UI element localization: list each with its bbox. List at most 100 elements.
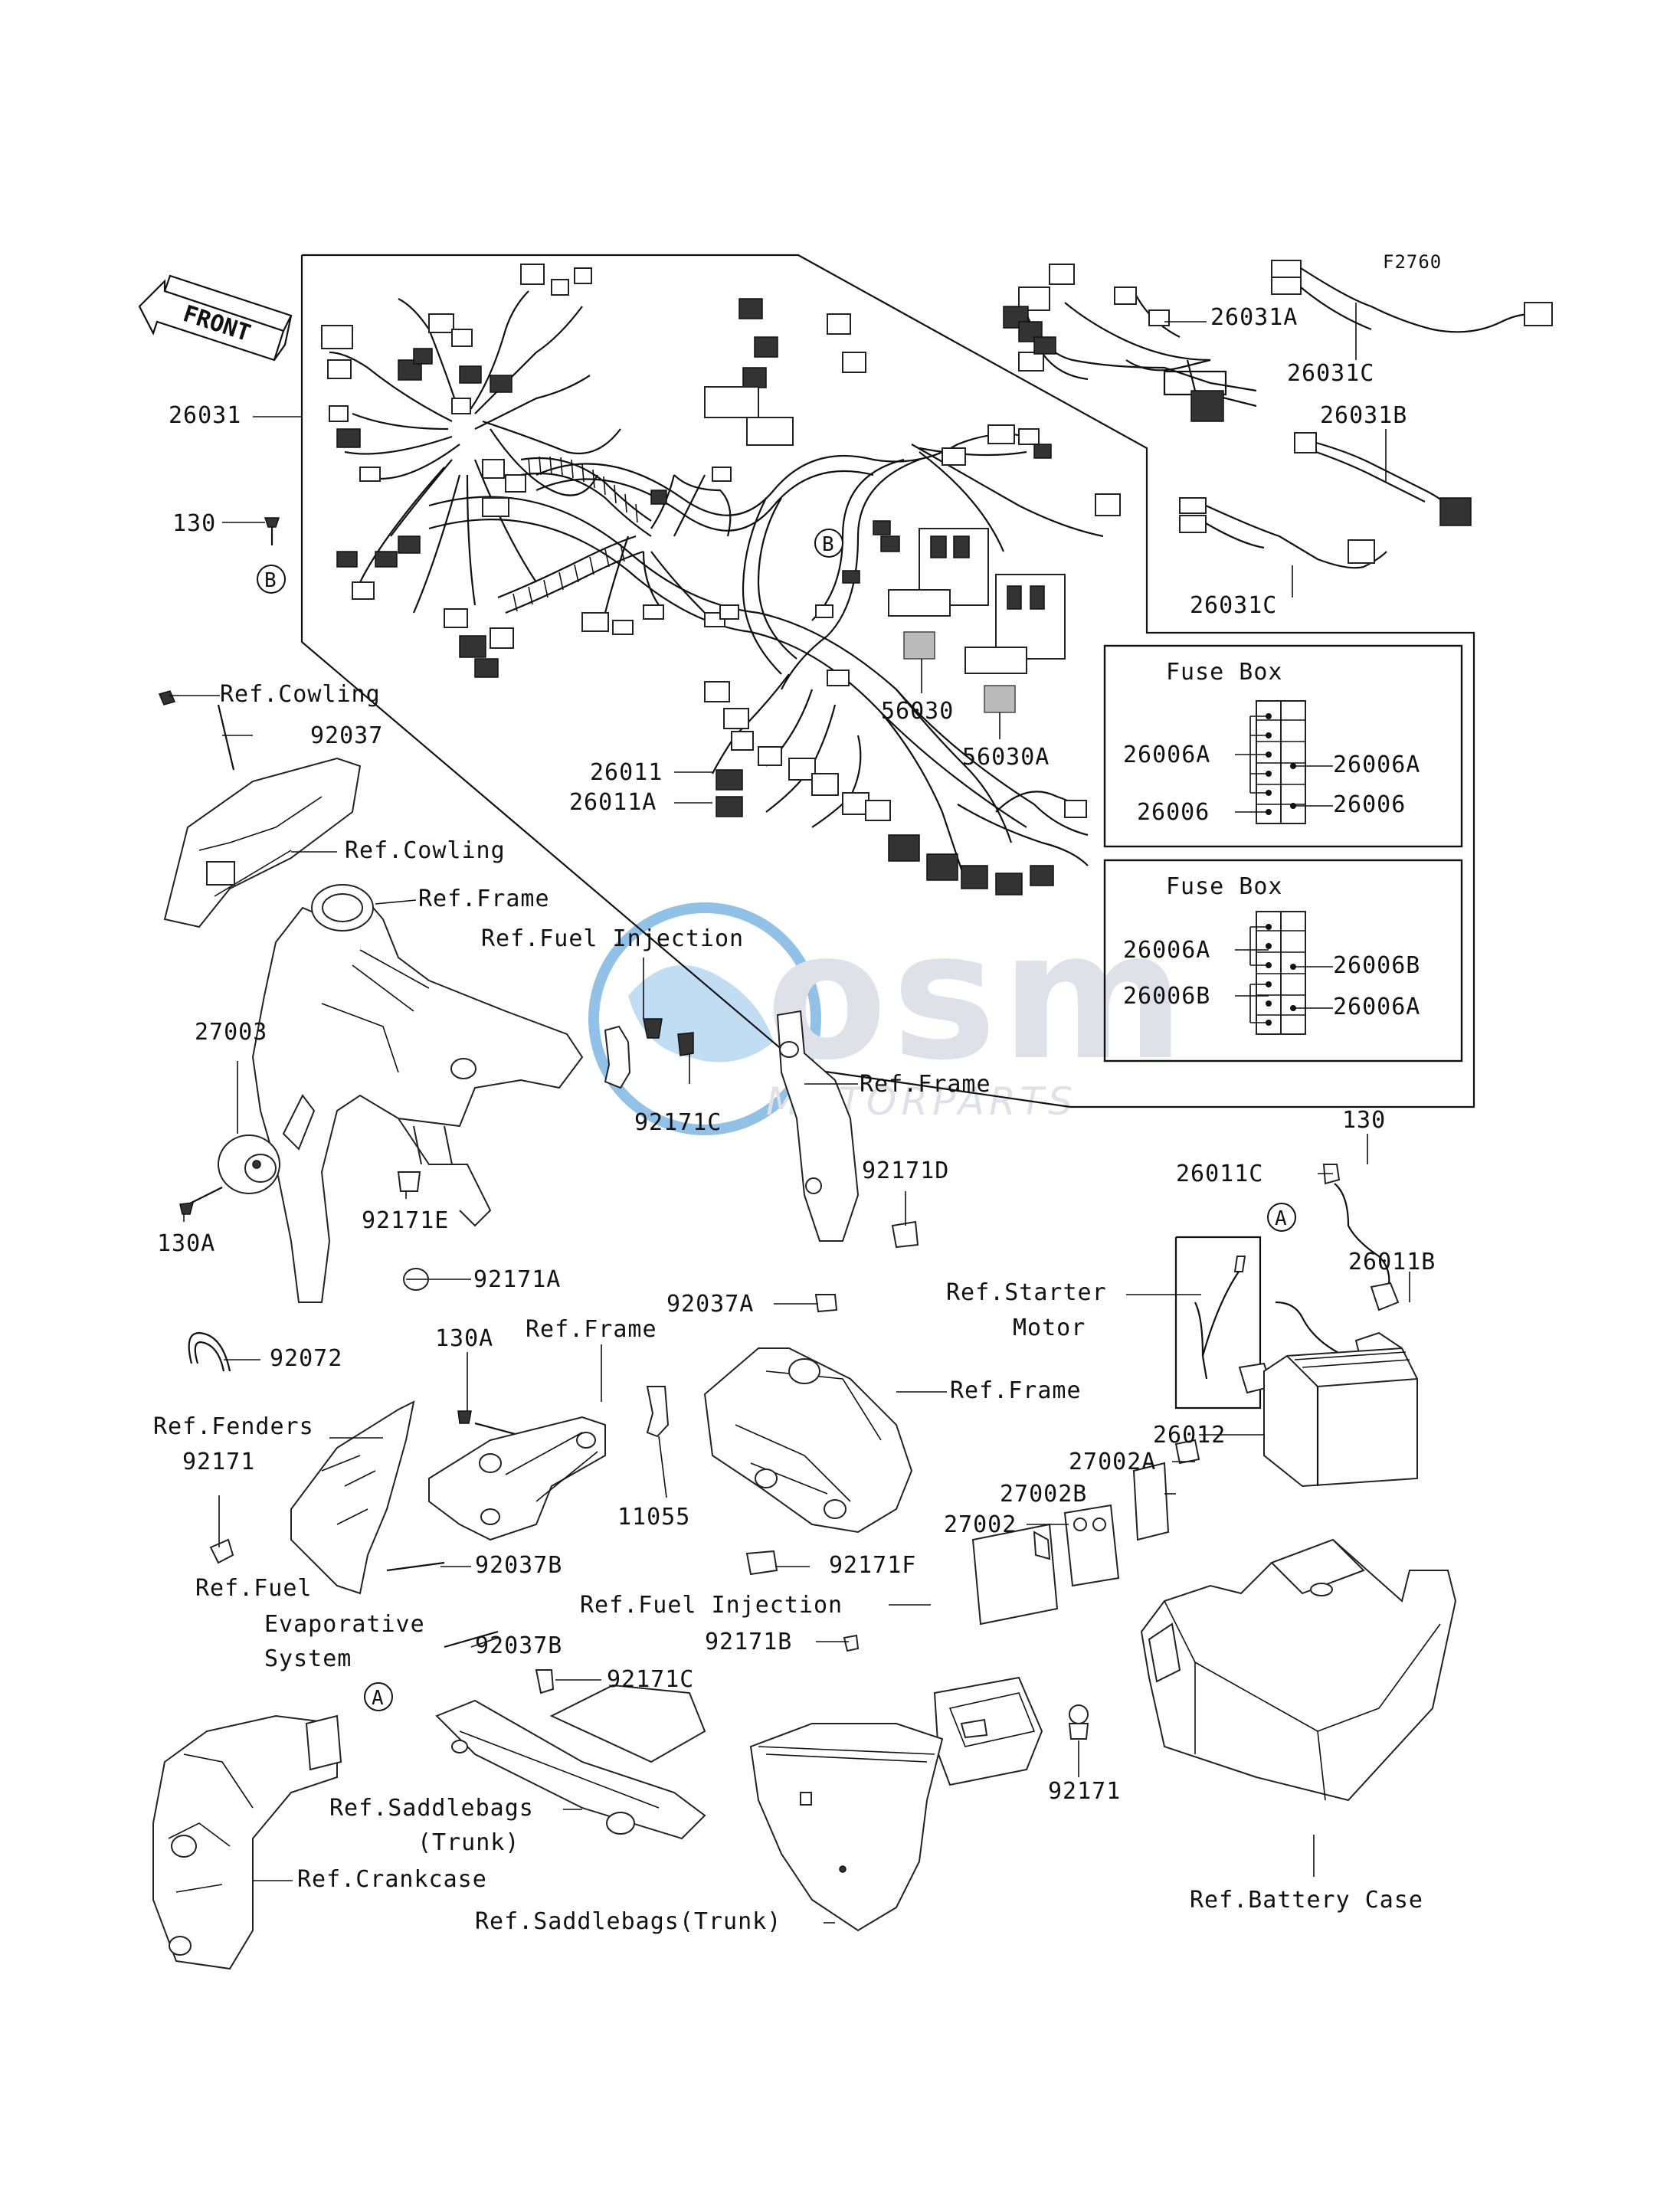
svg-text:A: A <box>372 1687 384 1710</box>
label-92037: 92037 <box>310 722 383 749</box>
label-92171c-top: 92171C <box>634 1109 722 1136</box>
fuse-box-1-title: Fuse Box <box>1166 659 1283 686</box>
connector-26011 <box>716 769 743 791</box>
label-ref-cowling-mid: Ref.Cowling <box>345 837 506 864</box>
label-92037b-bottom: 92037B <box>475 1632 562 1659</box>
corrugated-tube <box>497 456 652 614</box>
saddlebag-lid <box>749 1723 944 1932</box>
frame-stay <box>428 1416 606 1541</box>
clip-92171c-lower <box>535 1669 555 1694</box>
label-56030a: 56030A <box>962 744 1050 771</box>
label-92037a: 92037A <box>666 1291 754 1318</box>
svg-text:B: B <box>264 569 277 592</box>
figure-code: F2760 <box>1383 251 1442 273</box>
label-ref-frame-top: Ref.Frame <box>418 886 550 912</box>
label-27002b: 27002B <box>1000 1481 1087 1508</box>
label-26011c: 26011C <box>1176 1161 1263 1187</box>
label-11055: 11055 <box>617 1504 690 1531</box>
label-26031c-top: 26031C <box>1287 360 1374 387</box>
fuse-box-1-left-0: 26006A <box>1123 742 1210 768</box>
svg-text:A: A <box>1275 1207 1287 1230</box>
label-92171d: 92171D <box>862 1157 949 1184</box>
label-26031c-bottom: 26031C <box>1190 592 1277 619</box>
label-92171c-bottom: 92171C <box>607 1666 694 1693</box>
marker-a-battery: A <box>1267 1203 1296 1232</box>
label-ref-cowling-top: Ref.Cowling <box>220 681 381 708</box>
clip-92171b <box>843 1634 860 1652</box>
label-ref-frame-mid: Ref.Frame <box>526 1316 657 1343</box>
frame-center-piece <box>703 1294 913 1534</box>
cowling-bracket <box>158 690 362 928</box>
sub-harness-26031c-top <box>1271 260 1553 333</box>
main-harness-outline <box>300 254 1475 1108</box>
label-ref-starter: Ref.Starter <box>946 1279 1107 1306</box>
fuse-box-2-right-1: 26006A <box>1333 994 1420 1020</box>
tie-92037b <box>386 1561 499 1649</box>
label-92171a: 92171A <box>473 1266 561 1293</box>
clamp-92171-battery <box>1068 1704 1089 1740</box>
label-130-top: 130 <box>172 510 216 537</box>
horn-27003 <box>183 1135 280 1207</box>
fuse-box-2-left-1: 26006B <box>1123 983 1210 1010</box>
fuse-box-1: Fuse Box 26006A 26006 26006A 26006 <box>1103 644 1463 848</box>
label-ref-fuel-injection-top: Ref.Fuel Injection <box>481 925 744 952</box>
watermark-brand: osm <box>766 895 1190 1099</box>
frame-sidepiece <box>776 1010 919 1249</box>
fuse-box-1-left-1: 26006 <box>1137 799 1210 826</box>
watermark-globe-icon <box>588 902 821 1135</box>
label-ref-frame-center: Ref.Frame <box>950 1377 1082 1404</box>
label-26031b: 26031B <box>1320 402 1407 429</box>
callout-labels: 26031A 26031C 26031B 26031C 26031 130 56… <box>153 304 1436 1935</box>
front-arrow-icon: FRONT <box>138 274 293 362</box>
label-motor: Motor <box>1013 1315 1086 1341</box>
marker-b-left: B <box>257 565 286 594</box>
label-92171e: 92171E <box>362 1207 449 1234</box>
label-ref-crankcase: Ref.Crankcase <box>297 1866 487 1893</box>
ecu-unit <box>933 1523 1059 1786</box>
clamp-92171d <box>891 1220 919 1249</box>
label-evaporative: Evaporative <box>264 1611 425 1638</box>
label-92037b-top: 92037B <box>475 1552 562 1579</box>
label-system: System <box>264 1645 352 1672</box>
label-ref-frame-right: Ref.Frame <box>860 1071 991 1098</box>
label-130a-mid: 130A <box>435 1325 493 1352</box>
clamp-92171 <box>209 1538 234 1564</box>
label-92171f: 92171F <box>829 1552 916 1579</box>
connector-26011a <box>716 796 743 817</box>
fuse-holder-56030 <box>888 528 989 660</box>
label-26011a: 26011A <box>569 789 657 816</box>
label-27002: 27002 <box>944 1511 1017 1538</box>
label-92171b: 92171B <box>705 1629 792 1655</box>
bracket-11055 <box>646 1386 670 1438</box>
sub-harness-26031a <box>1003 264 1257 422</box>
label-ref-battery-case: Ref.Battery Case <box>1190 1887 1423 1914</box>
label-26031: 26031 <box>169 402 241 429</box>
relays-27002 <box>1063 1439 1200 1587</box>
label-26011b: 26011B <box>1348 1249 1436 1275</box>
battery-26012 <box>1263 1347 1418 1488</box>
label-92171-left: 92171 <box>182 1449 255 1475</box>
label-ref-fuel-injection-bottom: Ref.Fuel Injection <box>580 1592 843 1619</box>
battery-case <box>1140 1538 1457 1802</box>
label-56030: 56030 <box>881 698 954 725</box>
fender-piece <box>209 1400 415 1595</box>
label-92072: 92072 <box>270 1345 342 1372</box>
fuse-box-2-frame <box>1103 859 1463 1062</box>
label-92171-battery: 92171 <box>1048 1778 1121 1805</box>
front-label: FRONT <box>180 300 254 347</box>
saddlebag-bracket <box>435 1684 706 1840</box>
label-26012: 26012 <box>1153 1422 1226 1449</box>
fuse-box-2: Fuse Box 26006A 26006B 26006B 26006A <box>1103 859 1463 1062</box>
label-ref-saddlebags-trunk: Ref.Saddlebags(Trunk) <box>475 1908 781 1935</box>
grommet-92171e <box>397 1171 421 1192</box>
label-130a-left: 130A <box>157 1230 215 1257</box>
fuse-box-2-left-0: 26006A <box>1123 937 1210 964</box>
label-26011: 26011 <box>590 759 663 786</box>
sub-harness-26031b <box>1294 432 1472 526</box>
label-27002a: 27002A <box>1069 1449 1156 1475</box>
fuse-box-1-right-0: 26006A <box>1333 751 1420 778</box>
marker-a-crankcase: A <box>364 1682 393 1711</box>
fuse-holder-56030a <box>964 574 1066 713</box>
screw-130-icon <box>264 517 280 545</box>
